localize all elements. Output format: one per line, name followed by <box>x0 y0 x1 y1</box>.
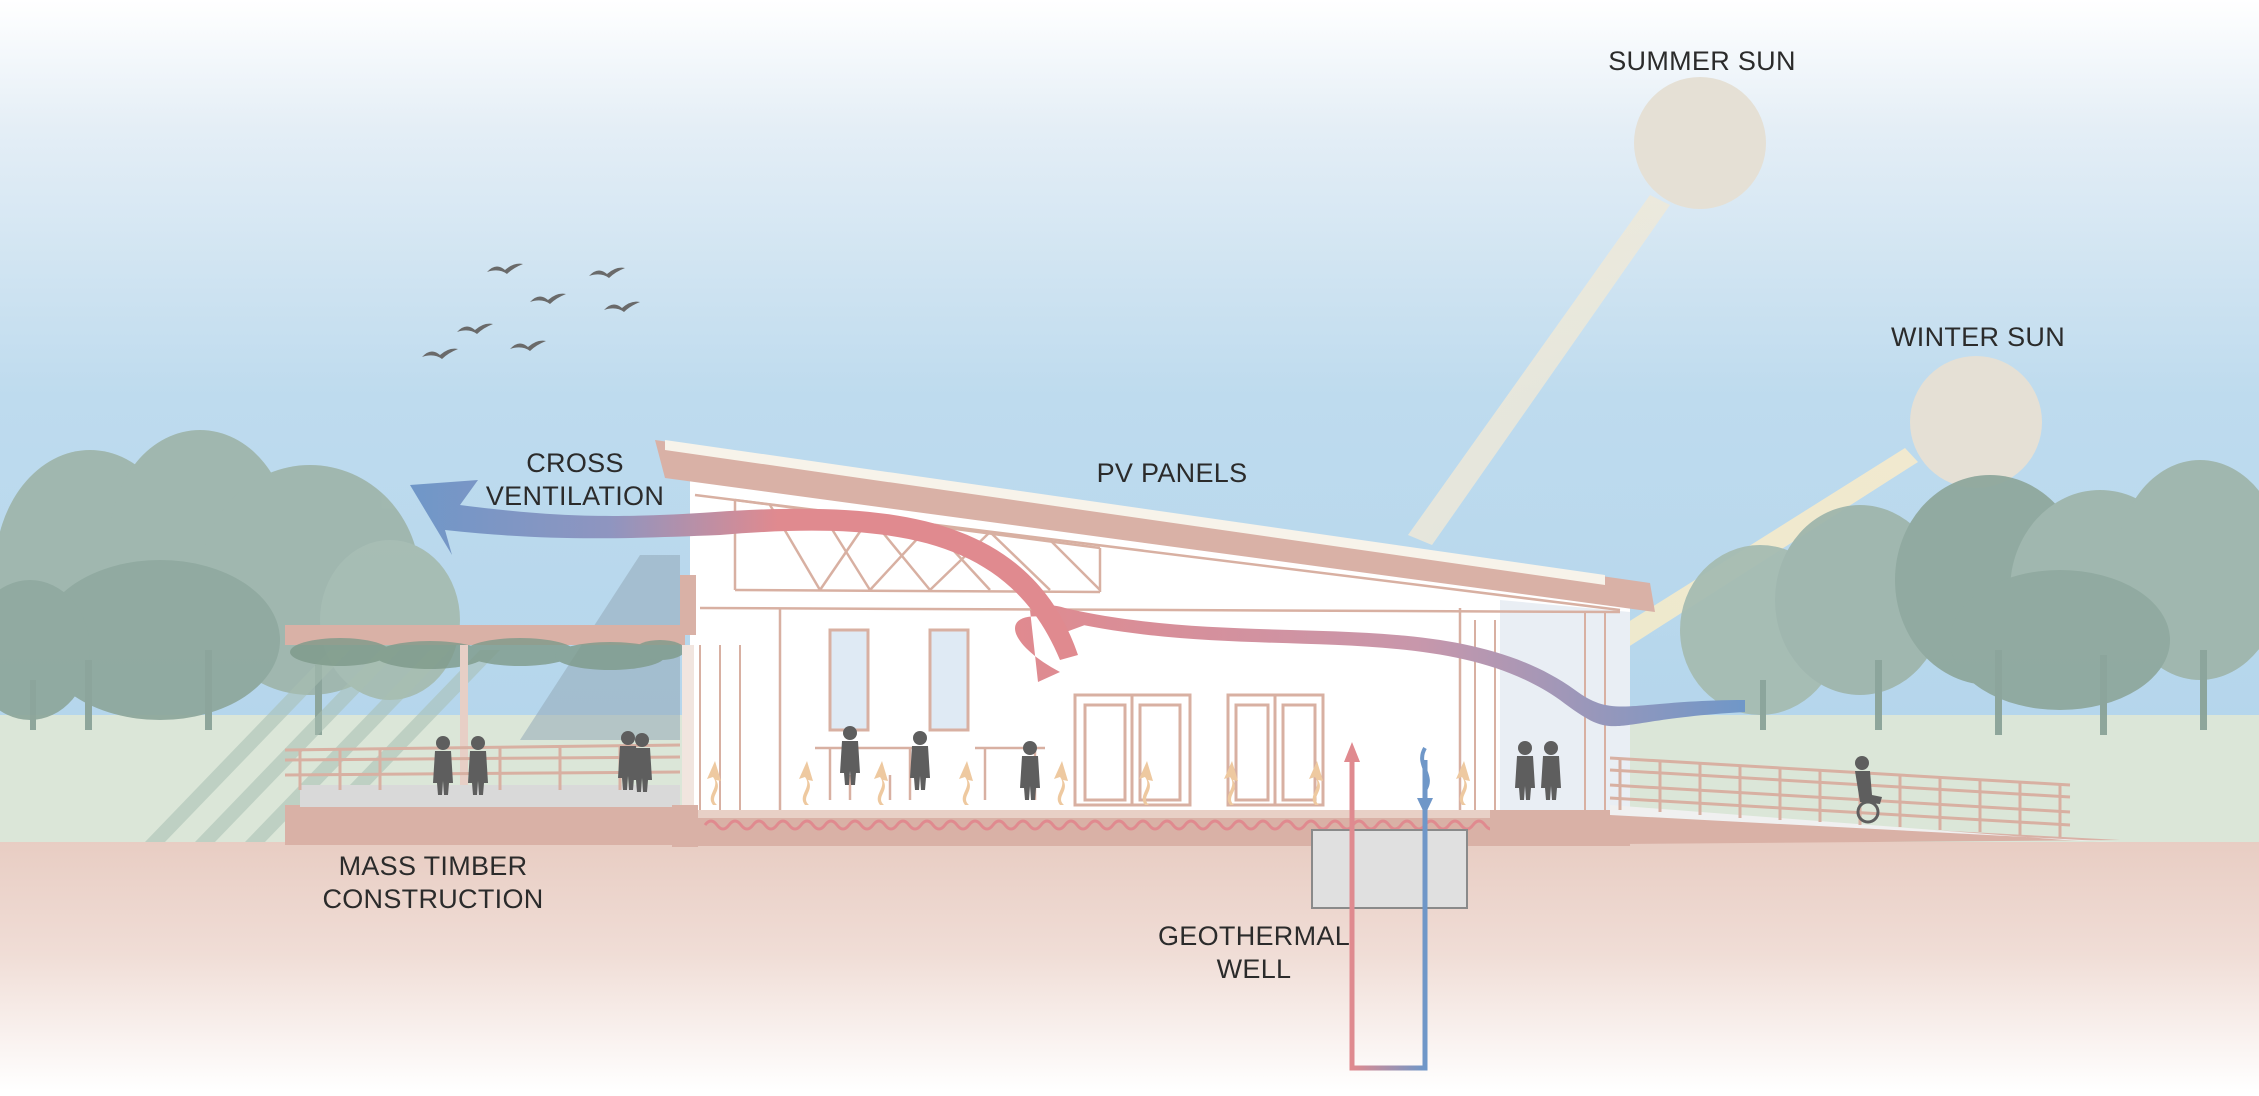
foundation-left-post <box>672 805 698 847</box>
label-winter-sun: WINTER SUN <box>1891 322 2065 352</box>
wall-left-lower <box>682 645 694 815</box>
label-mass-timber-2: CONSTRUCTION <box>322 884 543 914</box>
label-cross-ventilation-1: CROSS <box>526 448 624 478</box>
foundation <box>680 818 1630 846</box>
summer-sun-icon <box>1634 77 1766 209</box>
winter-sun-icon <box>1910 356 2042 488</box>
label-geothermal-1: GEOTHERMAL <box>1158 921 1350 951</box>
label-geothermal-2: WELL <box>1217 954 1292 984</box>
wall-left <box>680 575 696 635</box>
label-cross-ventilation-2: VENTILATION <box>486 481 664 511</box>
label-pv-panels: PV PANELS <box>1097 458 1248 488</box>
label-mass-timber-1: MASS TIMBER <box>339 851 528 881</box>
deck-left <box>285 805 685 845</box>
label-summer-sun: SUMMER SUN <box>1608 46 1796 76</box>
geothermal-vault <box>1312 830 1467 908</box>
